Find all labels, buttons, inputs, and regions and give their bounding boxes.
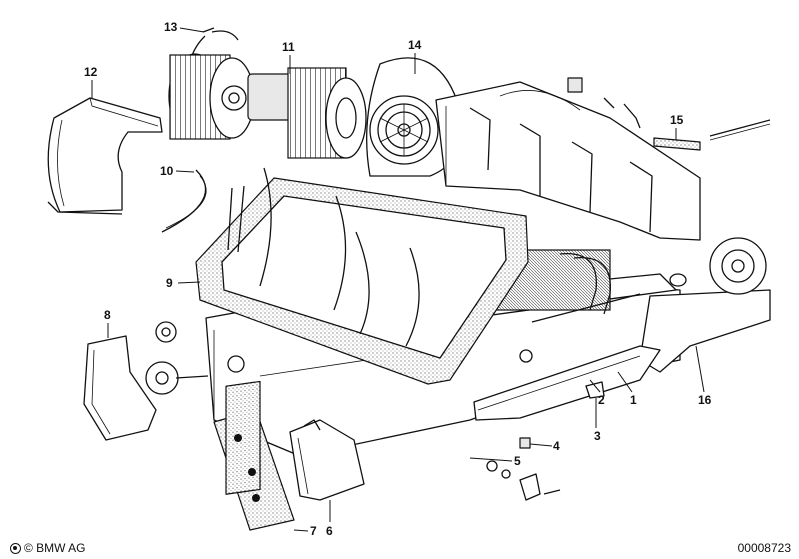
copyright-text: © BMW AG — [24, 541, 86, 555]
callout-4: 4 — [553, 439, 560, 453]
callout-labels: 1 2 3 4 5 6 7 8 9 10 11 12 13 14 15 16 — [84, 20, 712, 538]
copyright-icon — [10, 542, 21, 554]
callout-10: 10 — [160, 164, 174, 178]
callout-7: 7 — [310, 524, 317, 538]
air-duct-frame — [195, 167, 529, 385]
copyright-footer: © BMW AG — [10, 541, 86, 555]
actuator-cover — [83, 321, 209, 441]
flap-cover — [289, 419, 365, 501]
callout-2: 2 — [598, 393, 605, 407]
clip — [585, 381, 605, 399]
cover-panel — [473, 345, 661, 421]
foam-seal — [213, 380, 295, 531]
air-guide-shell — [47, 97, 163, 215]
callout-6: 6 — [326, 524, 333, 538]
diagram-number: 00008723 — [737, 541, 791, 555]
callout-9: 9 — [166, 276, 173, 290]
screw — [486, 460, 561, 501]
callout-16: 16 — [698, 393, 712, 407]
foam-strip — [653, 119, 771, 151]
callout-13: 13 — [164, 20, 178, 34]
callout-8: 8 — [104, 308, 111, 322]
callout-14: 14 — [408, 38, 422, 52]
callout-1: 1 — [630, 393, 637, 407]
callout-11: 11 — [282, 40, 295, 54]
callout-3: 3 — [594, 429, 601, 443]
blower-wheel — [366, 57, 463, 177]
rear-bracket — [435, 77, 701, 241]
retaining-band — [161, 169, 207, 233]
callout-15: 15 — [670, 113, 684, 127]
blower-motor — [168, 53, 367, 159]
callout-5: 5 — [514, 454, 521, 468]
callout-12: 12 — [84, 65, 98, 79]
nut — [519, 437, 531, 449]
